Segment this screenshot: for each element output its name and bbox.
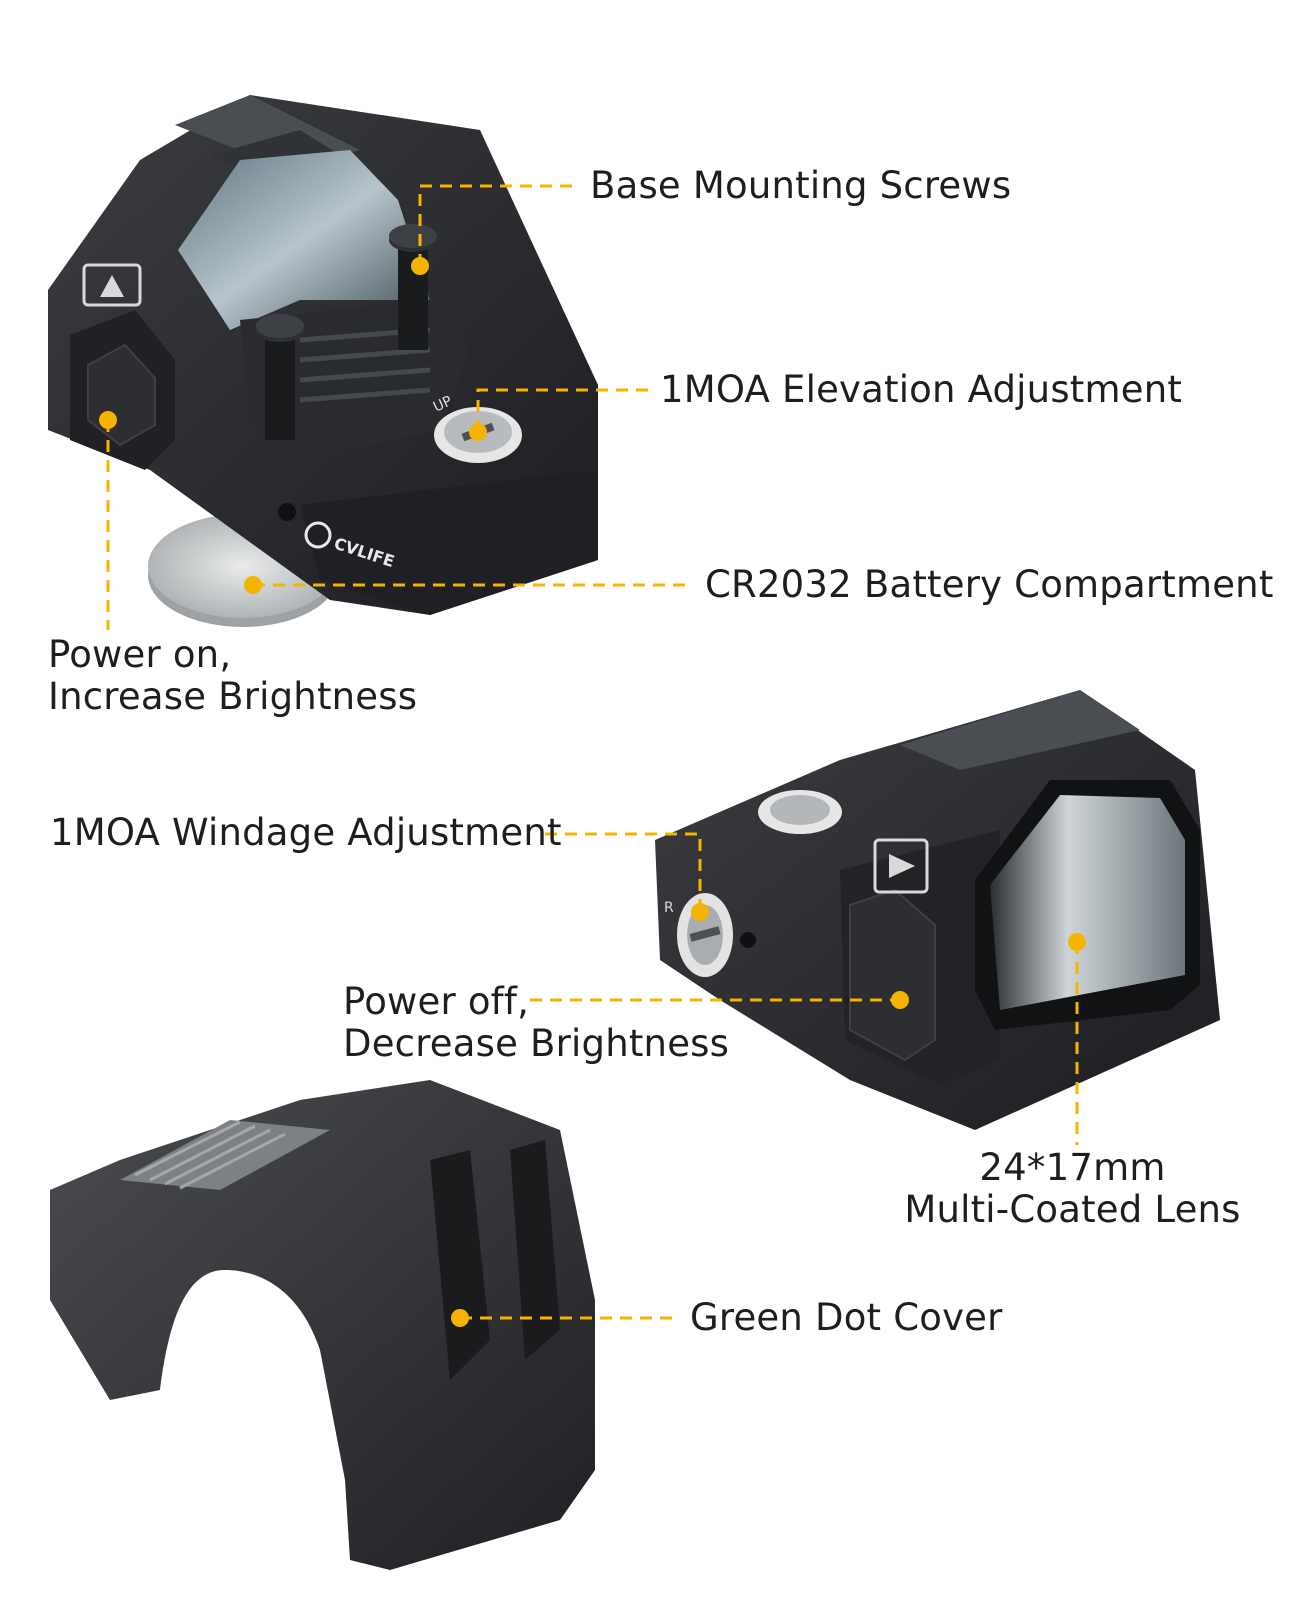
cover-label: Green Dot Cover — [690, 1296, 1003, 1339]
top-red-dot-sight: UP CVLIFE — [48, 95, 598, 627]
battery-label: CR2032 Battery Compartment — [705, 563, 1274, 606]
multi-coated-lens — [990, 795, 1185, 1010]
power-off-line-2: Decrease Brightness — [343, 1022, 730, 1065]
green-dot-cover — [50, 1080, 595, 1570]
base-screws-label: Base Mounting Screws — [590, 164, 1012, 207]
dial-up-marking: UP — [431, 393, 455, 415]
lens-line-1: 24*17mm — [979, 1146, 1166, 1189]
power-on-line-1: Power on, — [48, 633, 232, 676]
lens-label: 24*17mm Multi-Coated Lens — [900, 1147, 1245, 1231]
power-on-label: Power on, Increase Brightness — [48, 634, 417, 718]
dial-r-marking: R — [664, 900, 674, 916]
callout-lines — [106, 184, 1079, 1320]
elevation-label: 1MOA Elevation Adjustment — [660, 368, 1183, 411]
power-on-line-2: Increase Brightness — [48, 675, 418, 718]
lens-line-2: Multi-Coated Lens — [904, 1188, 1241, 1231]
callout-dots — [99, 257, 1086, 1327]
top-lens-window — [178, 150, 430, 330]
power-off-label: Power off, Decrease Brightness — [343, 981, 729, 1065]
bottom-red-dot-sight: R — [655, 690, 1220, 1130]
power-off-line-1: Power off, — [343, 980, 530, 1023]
windage-label: 1MOA Windage Adjustment — [50, 811, 562, 854]
